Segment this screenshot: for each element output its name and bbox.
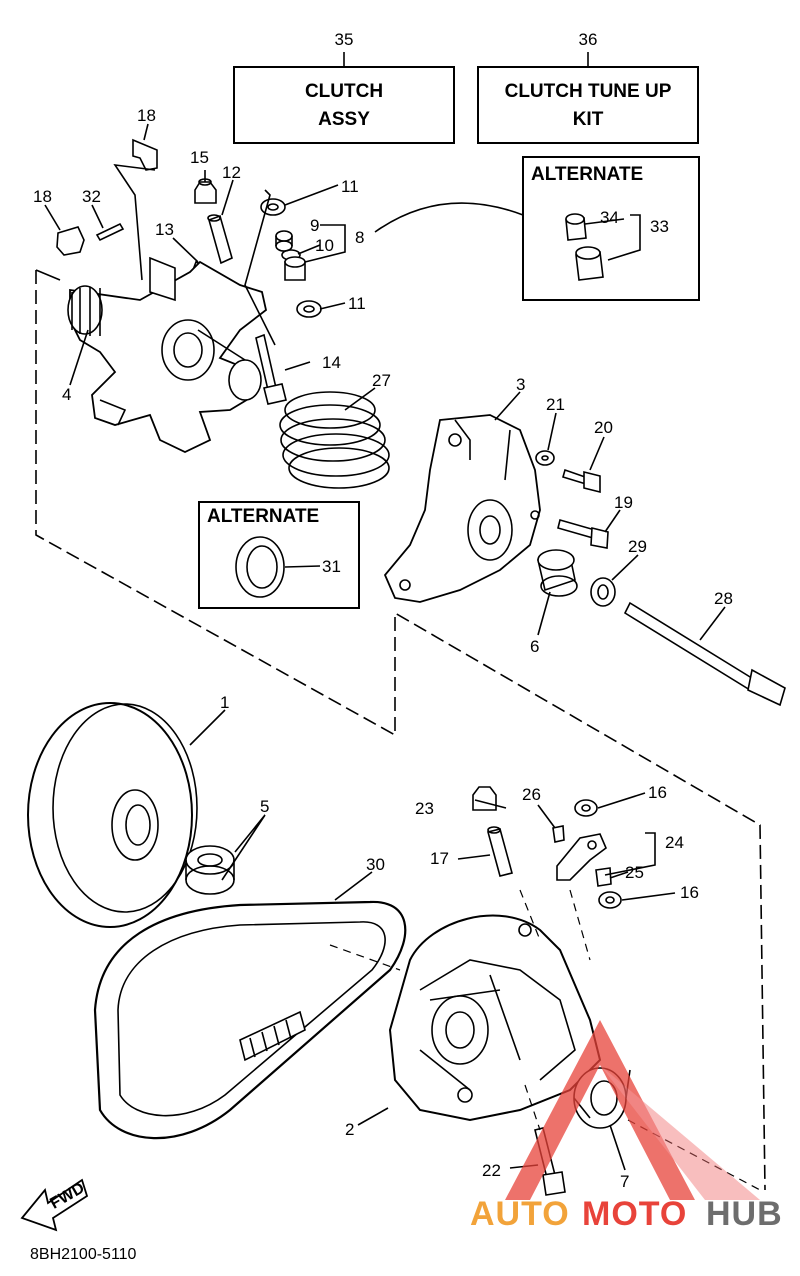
bushing-5[interactable]	[185, 845, 235, 895]
callout-16-bottom: 16	[680, 883, 699, 902]
callout-20: 20	[594, 418, 613, 437]
callout-11-top: 11	[341, 177, 359, 196]
svg-text:MOTO: MOTO	[582, 1195, 687, 1233]
clutch-assy-line2: ASSY	[318, 109, 370, 130]
washer-11-mid[interactable]	[296, 300, 322, 318]
callout-8: 8	[355, 228, 364, 247]
callout-19: 19	[614, 493, 633, 512]
callout-2: 2	[345, 1120, 354, 1139]
callout-24: 24	[665, 833, 684, 852]
roller-8[interactable]	[284, 256, 306, 281]
tune-up-kit-box[interactable]	[477, 66, 699, 144]
callout-16-top: 16	[648, 783, 667, 802]
tune-up-kit-line1: CLUTCH TUNE UP	[505, 81, 672, 102]
alternate-top-box[interactable]	[522, 156, 700, 301]
callout-32: 32	[82, 187, 101, 206]
ring-31[interactable]	[235, 536, 285, 598]
callout-13: 13	[155, 220, 174, 239]
spring-27[interactable]	[279, 391, 390, 489]
fwd-arrow-icon: FWD	[20, 1178, 89, 1232]
callout-14: 14	[322, 353, 341, 372]
callout-1: 1	[220, 693, 229, 712]
bolt-14[interactable]	[255, 333, 287, 405]
callout-18-left: 18	[33, 187, 52, 206]
bushing-6[interactable]	[537, 549, 578, 597]
pin-32[interactable]	[95, 222, 125, 242]
alternate-mid-box[interactable]	[198, 501, 360, 609]
nut-23[interactable]	[472, 786, 497, 811]
callout-4: 4	[62, 385, 71, 404]
arm-24[interactable]	[556, 833, 607, 881]
roller-34[interactable]	[565, 213, 587, 241]
alternate-top-title: ALTERNATE	[531, 164, 643, 185]
belt-30[interactable]	[93, 900, 407, 1140]
callout-6: 6	[530, 637, 539, 656]
clip-18-left[interactable]	[56, 226, 85, 256]
callout-33: 33	[650, 217, 669, 236]
spider-hub-4[interactable]	[67, 256, 268, 453]
nut-15[interactable]	[194, 178, 217, 204]
roller-25[interactable]	[595, 867, 612, 887]
bolt-19[interactable]	[557, 519, 609, 549]
alternate-mid-title: ALTERNATE	[207, 506, 319, 527]
washer-16-top[interactable]	[574, 799, 598, 817]
part-code: 8BH2100-5110	[30, 1246, 137, 1263]
shaft-17[interactable]	[487, 826, 513, 877]
callout-25: 25	[625, 863, 644, 882]
washer-16-bottom[interactable]	[598, 891, 622, 909]
roller-9[interactable]	[275, 230, 293, 252]
callout-18-top: 18	[137, 106, 156, 125]
callout-27: 27	[372, 371, 391, 390]
callout-28: 28	[714, 589, 733, 608]
watermark-text: AUTO MOTO HUB	[470, 1195, 783, 1233]
roller-33[interactable]	[575, 246, 604, 281]
sheave-2[interactable]	[388, 914, 602, 1122]
callout-23: 23	[415, 799, 434, 818]
callout-10: 10	[315, 236, 334, 255]
pin-26[interactable]	[552, 825, 565, 843]
callout-7: 7	[620, 1172, 629, 1191]
clutch-assy-line1: CLUTCH	[305, 81, 383, 102]
callout-5: 5	[260, 797, 269, 816]
sheave-1[interactable]	[27, 702, 198, 928]
callout-15: 15	[190, 148, 209, 167]
tune-up-kit-line2: KIT	[573, 109, 604, 130]
callout-9: 9	[310, 216, 319, 235]
callout-11-mid: 11	[348, 294, 366, 313]
callout-29: 29	[628, 537, 647, 556]
callout-21: 21	[546, 395, 565, 414]
bolt-28[interactable]	[623, 601, 786, 707]
svg-text:AUTO: AUTO	[470, 1195, 570, 1233]
cover-3[interactable]	[383, 414, 541, 603]
clutch-assy-box[interactable]	[233, 66, 455, 144]
washer-29[interactable]	[590, 577, 616, 607]
callout-36: 36	[579, 30, 598, 49]
callout-31: 31	[322, 557, 341, 576]
callout-3: 3	[516, 375, 525, 394]
svg-text:HUB: HUB	[706, 1195, 783, 1233]
clip-18-top[interactable]	[132, 138, 158, 171]
callout-30: 30	[366, 855, 385, 874]
callout-26: 26	[522, 785, 541, 804]
shaft-12[interactable]	[207, 214, 233, 265]
callout-12: 12	[222, 163, 241, 182]
bolt-20[interactable]	[562, 468, 601, 494]
washer-21[interactable]	[535, 450, 555, 466]
callout-35: 35	[335, 30, 354, 49]
watermark-logo-icon	[505, 1020, 760, 1200]
callout-22: 22	[482, 1161, 501, 1180]
callout-17: 17	[430, 849, 449, 868]
callout-34: 34	[600, 208, 619, 227]
